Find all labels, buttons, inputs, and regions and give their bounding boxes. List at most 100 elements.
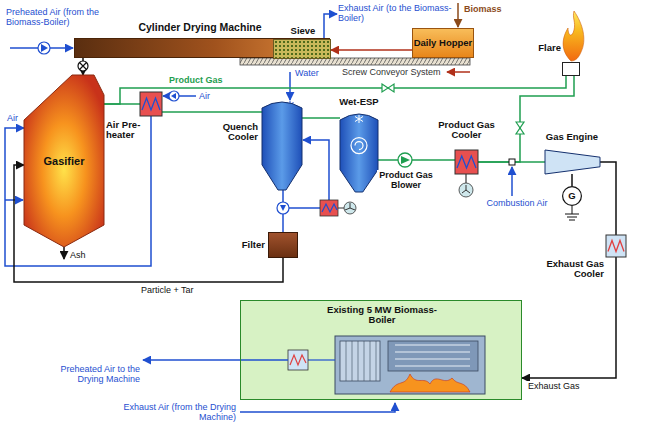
flow-label: Product Gas Blower [377, 170, 435, 191]
water-inlet [289, 72, 291, 100]
boiler-illustration [340, 341, 380, 381]
wet-esp: Wet-ESP [340, 112, 378, 192]
gas-blower [398, 153, 412, 167]
exhaust-air-outlet [324, 14, 337, 38]
fan-symbol [38, 42, 50, 54]
combustion-air-inlet [512, 167, 513, 196]
flow-connector [522, 257, 616, 378]
gas-blower [401, 156, 410, 164]
sieve-section: Sieve [273, 39, 331, 59]
component-label: G [568, 191, 575, 201]
flow-connector [104, 76, 566, 104]
quench-cooling-loop [320, 200, 338, 216]
circ-outline [563, 187, 582, 206]
feed-label: Biomass [464, 4, 508, 14]
flow-label: Exhaust Gas [527, 381, 591, 391]
biomass-boiler: Existing 5 MW Biomass-Boiler [240, 300, 522, 400]
flow-connector [302, 117, 340, 119]
daily-hopper: Daily Hopper [412, 28, 474, 58]
component-label: Exhaust Gas Cooler [540, 259, 604, 280]
combustion-air-inlet [511, 167, 513, 196]
flare-flame [563, 11, 584, 61]
boiler-illustration [288, 350, 308, 370]
air-label: Exhaust Air (to the Biomass-Boiler) [338, 3, 454, 24]
hx2-outline [606, 235, 626, 257]
quench-cooling-loop [303, 140, 329, 200]
hx1-outline [140, 92, 162, 116]
exhaust-air-outlet [324, 14, 337, 38]
gas-blower [398, 153, 412, 167]
boiler-illustration [308, 359, 335, 360]
product-gas-cooler: Product Gas Cooler [455, 150, 478, 174]
trap-outline [545, 150, 600, 174]
component-label: Cylinder Drying Machine [115, 22, 285, 34]
air-label: Preheated Air to the Drying Machine [38, 364, 140, 385]
boiler-illustration [290, 355, 306, 365]
boiler-illustration [388, 341, 478, 371]
boiler-illustration [335, 336, 485, 394]
generator-ground [565, 206, 579, 220]
boiler-illustration [143, 300, 522, 412]
screw-conveyor [240, 58, 470, 65]
boiler-illustration [240, 403, 395, 412]
gas-splitter [509, 159, 515, 165]
hx1-outline [455, 150, 478, 174]
flare-stack: Flare [562, 62, 580, 76]
hx1-outline [457, 156, 476, 168]
gasifier-vessel: Gasifier [24, 75, 104, 247]
ash-outlet [63, 247, 65, 259]
boiler-illustration [346, 341, 376, 381]
screw-conveyor [447, 71, 470, 73]
bypass-valve [382, 84, 394, 92]
ash-label: Ash [70, 250, 94, 260]
flare-flame [563, 11, 584, 61]
conveyor-label: Screw Conveyor System [342, 67, 444, 77]
component-label: Flare [527, 43, 561, 53]
vessel-outline [262, 100, 302, 190]
component-label: Quench Cooler [208, 122, 258, 143]
esp-outline [340, 112, 378, 192]
boiler-illustration [143, 359, 288, 361]
air-label: Air [7, 113, 23, 123]
gas-engine: Gas Engine [545, 150, 600, 174]
rotary-valve [80, 63, 87, 70]
hx1-outline [140, 92, 162, 116]
cooler-gauge [462, 185, 470, 193]
filter-box: Filter [268, 232, 298, 258]
cooler-gauge [459, 183, 473, 197]
hx1-outline [455, 150, 478, 174]
component-label: Wet-ESP [332, 97, 386, 107]
air-label: Air [199, 91, 219, 101]
water-pump [277, 202, 289, 214]
quench-cooling-loop [289, 207, 320, 209]
ash-outlet [64, 247, 65, 259]
component-label: Daily Hopper [414, 38, 473, 48]
water-pump [277, 202, 289, 214]
flow-connector [331, 49, 412, 51]
component-label: Gas Engine [533, 132, 611, 142]
component-label: Sieve [274, 26, 332, 36]
esp-outline [340, 114, 378, 192]
component-label: Product Gas Cooler [429, 120, 504, 141]
flow-label: Product Gas [168, 75, 230, 85]
cooler-gauge [466, 174, 467, 183]
quench-cooling-loop [322, 204, 337, 212]
generator-ground [565, 206, 579, 220]
hx2-outline [606, 235, 626, 257]
air-preheater: Air Pre-heater [140, 92, 162, 116]
fan-symbol [41, 44, 48, 52]
vessel-outline [262, 102, 302, 190]
boiler-illustration [390, 374, 470, 392]
gas-outline [24, 75, 104, 247]
air-pump [169, 91, 179, 101]
flow-connector [600, 162, 616, 235]
biomass-arrow [458, 3, 459, 27]
boiler-illustration [395, 345, 470, 366]
flow-label: Particle + Tar [140, 285, 217, 295]
component-label: Filter [231, 240, 265, 250]
biomass-arrow [457, 3, 459, 27]
flow-connector [162, 111, 262, 113]
drying-cylinder: Cylinder Drying MachineSieve [74, 38, 330, 58]
gas-splitter [509, 159, 515, 165]
